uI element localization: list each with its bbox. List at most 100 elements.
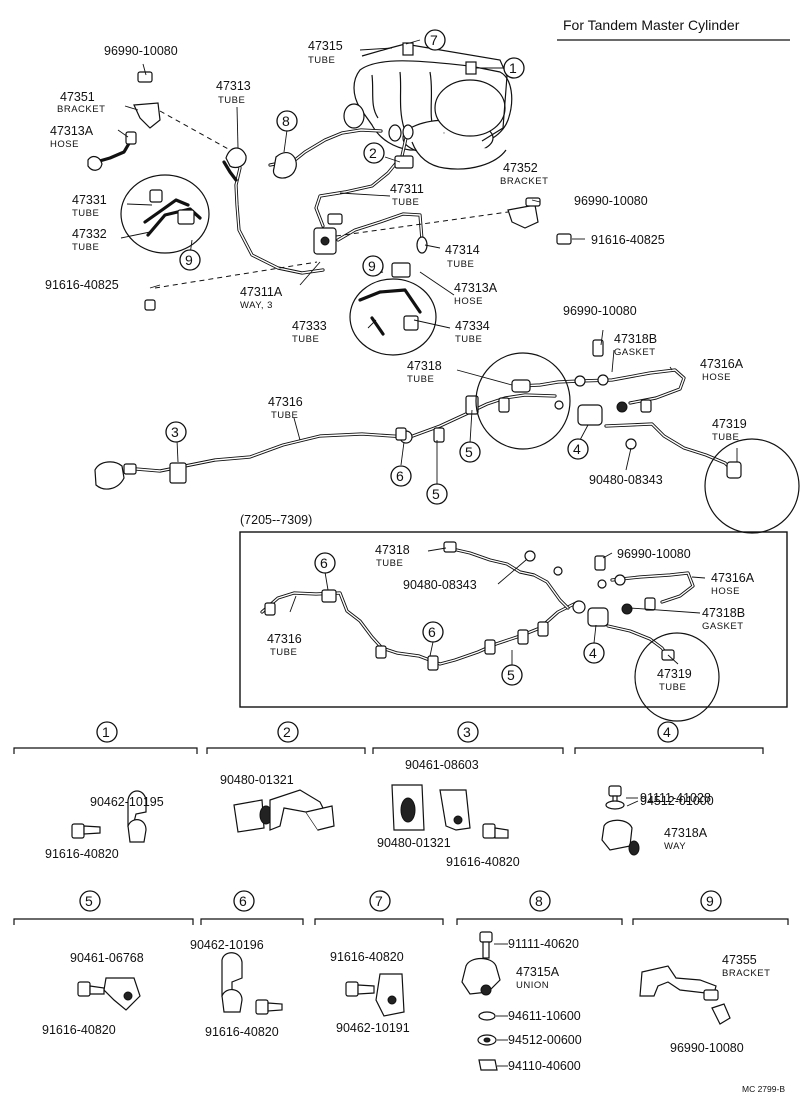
part-label: 96990-10080 — [574, 194, 648, 208]
part-desc: GASKET — [614, 347, 656, 358]
part-label: 47315 — [308, 39, 343, 53]
part-desc: TUBE — [376, 558, 403, 569]
callout-6-main: 6 — [390, 465, 412, 487]
part-label: 90480-01321 — [377, 836, 451, 850]
detail-group-8: 91111-40620 47315A UNION 94611-10600 945… — [461, 931, 582, 1073]
part-desc: BRACKET — [722, 968, 770, 979]
detail-callout-4: 4 — [657, 721, 679, 743]
diagram-code: MC 2799-B — [742, 1084, 785, 1094]
svg-text:5: 5 — [85, 893, 93, 909]
svg-text:9: 9 — [706, 893, 714, 909]
part-label: 47316A — [711, 571, 755, 585]
part-desc: TUBE — [712, 432, 739, 443]
part-label: 47355 — [722, 953, 757, 967]
part-label: 91616-40825 — [591, 233, 665, 247]
part-label: 47319 — [657, 667, 692, 681]
part-label: 91616-40820 — [45, 847, 119, 861]
part-label: 90462-10191 — [336, 1021, 410, 1035]
part-label: 96990-10080 — [104, 44, 178, 58]
part-desc: WAY — [664, 841, 686, 852]
part-label: 47313A — [50, 124, 94, 138]
part-label: 47313A — [454, 281, 498, 295]
inset-leaders — [289, 547, 706, 665]
inset-callout-6b: 6 — [422, 621, 444, 643]
part-label: 94512-00600 — [508, 1033, 582, 1047]
callout-5-main-b: 5 — [426, 483, 448, 505]
part-label: 94512-01000 — [640, 794, 714, 808]
part-label: 47313 — [216, 79, 251, 93]
detail-group-4: 91111-41028 — [601, 785, 711, 856]
part-desc: HOSE — [50, 139, 79, 150]
part-label: 90480-01321 — [220, 773, 294, 787]
part-label: 47331 — [72, 193, 107, 207]
detail-group-2: 90480-01321 — [220, 773, 335, 833]
svg-text:6: 6 — [239, 893, 247, 909]
inset-callout-6a: 6 — [314, 552, 336, 574]
svg-text:2: 2 — [283, 724, 291, 740]
detail-callout-5: 5 — [79, 890, 101, 912]
detail-group-7: 91616-40820 90462-10191 — [330, 950, 410, 1035]
detail-row-2-headers: 5 6 7 8 9 — [13, 890, 789, 925]
detail-callout-6: 6 — [233, 890, 255, 912]
svg-text:4: 4 — [573, 441, 581, 457]
svg-text:4: 4 — [663, 724, 671, 740]
svg-text:9: 9 — [368, 258, 376, 274]
inset-tubes — [260, 541, 720, 722]
part-desc: HOSE — [702, 372, 731, 383]
right-bracket-assembly — [349, 197, 572, 356]
detail-callout-3: 3 — [457, 721, 479, 743]
part-label: 91111-41028 — [640, 791, 711, 805]
detail-callout-8: 8 — [529, 890, 551, 912]
part-desc: HOSE — [711, 586, 740, 597]
detail-group-6: 90462-10196 91616-40820 — [190, 938, 283, 1039]
part-label: 96990-10080 — [563, 304, 637, 318]
part-desc: TUBE — [270, 647, 297, 658]
svg-text:8: 8 — [535, 893, 543, 909]
part-desc: WAY, 3 — [240, 300, 273, 311]
part-label: 47332 — [72, 227, 107, 241]
part-label: 90461-06768 — [70, 951, 144, 965]
main-label-group: 96990-10080 47315 TUBE 47351 BRACKET 473… — [45, 39, 747, 487]
callout-7: 7 — [424, 29, 446, 51]
part-label: 91111-40620 — [508, 937, 579, 951]
part-label: 47333 — [292, 319, 327, 333]
part-label: 90462-10196 — [190, 938, 264, 952]
part-label: 47315A — [516, 965, 560, 979]
inset-callout-5: 5 — [501, 664, 523, 686]
detail-callout-1: 1 — [96, 721, 118, 743]
left-bracket-assembly — [87, 71, 210, 311]
part-desc: TUBE — [72, 208, 99, 219]
part-label: 47316A — [700, 357, 744, 371]
detail-callout-7: 7 — [369, 890, 391, 912]
part-label: 90462-10195 — [90, 795, 164, 809]
part-desc: TUBE — [392, 197, 419, 208]
part-label: 47318A — [664, 826, 708, 840]
svg-text:6: 6 — [428, 624, 436, 640]
detail-group-5: 90461-06768 91616-40820 — [42, 951, 144, 1037]
part-label: 91616-40825 — [45, 278, 119, 292]
svg-text:5: 5 — [507, 667, 515, 683]
callout-4-main: 4 — [567, 438, 589, 460]
callout-3-main: 3 — [165, 421, 187, 443]
part-label: 47318 — [407, 359, 442, 373]
main-callouts: 7 1 8 2 9 9 3 6 5 5 4 — [165, 29, 589, 505]
part-label: 47316 — [268, 395, 303, 409]
part-desc: TUBE — [308, 55, 335, 66]
main-fittings — [94, 42, 742, 490]
part-label: 47334 — [455, 319, 490, 333]
part-label: 94110-40600 — [508, 1059, 581, 1073]
part-desc: TUBE — [447, 259, 474, 270]
part-label: 47319 — [712, 417, 747, 431]
detail-callout-2: 2 — [277, 721, 299, 743]
callout-9-left: 9 — [179, 249, 201, 271]
callout-1: 1 — [503, 57, 525, 79]
callout-8: 8 — [276, 110, 298, 132]
svg-text:2: 2 — [369, 145, 377, 161]
part-label: 47352 — [503, 161, 538, 175]
svg-text:4: 4 — [589, 645, 597, 661]
svg-text:1: 1 — [102, 724, 110, 740]
part-desc: UNION — [516, 980, 549, 991]
main-leaders — [117, 39, 738, 485]
variant-inset-box — [239, 531, 788, 708]
callout-2: 2 — [363, 142, 385, 164]
